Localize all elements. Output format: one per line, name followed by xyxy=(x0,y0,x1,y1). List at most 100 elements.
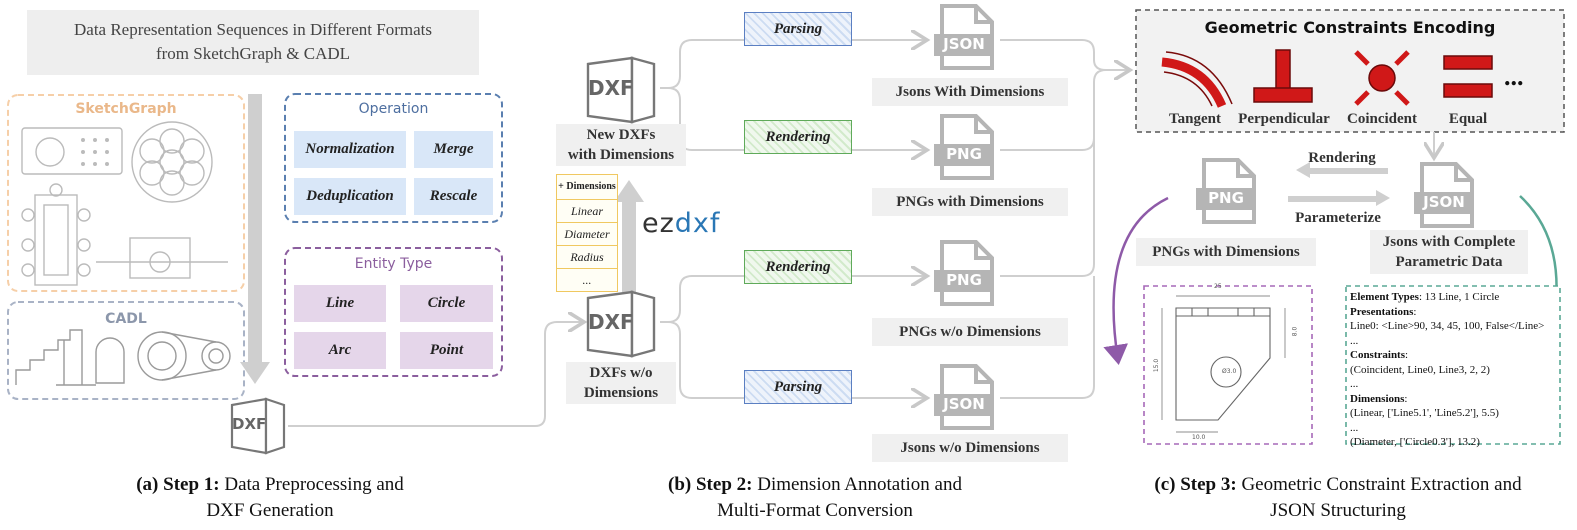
constraint-ellipsis: ... xyxy=(1504,62,1524,91)
dxf-wo-label: DXFs w/o Dimensions xyxy=(566,362,676,404)
constraint-coincident-label: Coincident xyxy=(1346,111,1417,127)
equal-icon xyxy=(1443,55,1493,98)
dim-table-header: + Dimensions xyxy=(557,175,617,200)
operation-panel xyxy=(284,93,503,223)
step3-caption: (c) Step 3: Geometric Constraint Extract… xyxy=(1112,472,1564,524)
step1-down-arrow xyxy=(248,94,262,364)
json-line-value: : xyxy=(1413,305,1417,318)
output-jsons-with-dims: Jsons With Dimensions xyxy=(872,78,1068,106)
new-dxf-line2: with Dimensions xyxy=(567,147,675,163)
step1-caption-rest: Data Preprocessing and xyxy=(219,474,404,495)
drawing-dim-right: 8.0 xyxy=(1291,326,1299,337)
json-icon-label: JSON xyxy=(943,395,985,413)
rendering-arrow xyxy=(1296,162,1388,178)
output-pngs-wo-dims: PNGs w/o Dimensions xyxy=(872,318,1068,346)
parameterize-arrow xyxy=(1288,190,1390,206)
new-dxf-label: New DXFs with Dimensions xyxy=(556,124,686,166)
json-line-value: (Linear, ['Line5.1', 'Line5.2'], 5.5) xyxy=(1350,407,1499,419)
parameterize-label: Parameterize xyxy=(1295,210,1381,226)
json-text-line: Presentations: xyxy=(1350,305,1558,320)
rendering-label: Rendering xyxy=(1308,150,1376,166)
dim-linear: Linear xyxy=(557,200,617,223)
step3-png-label: PNGs with Dimensions xyxy=(1136,238,1316,266)
json-file-icon: JSON xyxy=(1412,162,1478,228)
json-line-value: : xyxy=(1404,392,1408,405)
sketchgraph-title: SketchGraph xyxy=(75,101,177,117)
constraint-perpendicular-label: Perpendicular xyxy=(1238,111,1330,127)
json-text-line: ... xyxy=(1350,421,1558,436)
tangent-icon xyxy=(1161,51,1233,108)
sketchgraph-sketches xyxy=(21,121,228,286)
constraint-tangent-label: Tangent xyxy=(1169,111,1221,127)
drawing-dim-left: 15.0 xyxy=(1153,358,1161,373)
json-text-line: Constraints: xyxy=(1350,348,1558,363)
json-line-key: Constraints xyxy=(1350,349,1406,361)
dimension-type-table: + Dimensions Linear Diameter Radius ... xyxy=(556,174,618,292)
dxf-wo-line2: Dimensions xyxy=(583,385,659,401)
dxf-wo-line1: DXFs w/o xyxy=(589,365,653,381)
json-line-value: ... xyxy=(1350,421,1359,434)
entity-arc: Arc xyxy=(294,332,386,369)
json-text-line: Dimensions: xyxy=(1350,392,1558,407)
json-line-key: Element Types xyxy=(1350,291,1419,303)
ezdxf-prefix: ez xyxy=(642,208,675,239)
step1-header-line2: from SketchGraph & CADL xyxy=(155,44,351,63)
encoding-panel xyxy=(1135,9,1565,133)
merge-lines xyxy=(1000,39,1128,399)
constraint-equal-label: Equal xyxy=(1448,111,1488,127)
json-line-value: (Diameter, ['Circle0.3'], 13.2) xyxy=(1350,436,1480,448)
json-line-key: Dimensions xyxy=(1350,392,1405,405)
png-file-icon: PNG xyxy=(932,240,998,306)
step3-caption-rest: Geometric Constraint Extraction and xyxy=(1236,474,1522,495)
purple-curved-arrow xyxy=(1103,196,1169,365)
dxf-without-dims-icon-label: DXF xyxy=(588,310,634,334)
entity-panel xyxy=(284,247,503,377)
json-line-value: : 13 Line, 1 Circle xyxy=(1418,291,1500,303)
png-file-icon: PNG xyxy=(1194,158,1260,224)
entity-line: Line xyxy=(294,285,386,322)
step1-caption: (a) Step 1: Data Preprocessing and DXF G… xyxy=(60,472,480,524)
step1-caption-line2: DXF Generation xyxy=(206,500,334,521)
step3-json-label-line1: Jsons with Complete xyxy=(1382,234,1516,250)
op-rescale: Rescale xyxy=(414,178,493,215)
json-line-value: : xyxy=(1405,349,1409,361)
ezdxf-up-arrow xyxy=(622,200,636,292)
json-panel xyxy=(1345,285,1561,445)
json-text-line: (Linear, ['Line5.1', 'Line5.2'], 5.5) xyxy=(1350,406,1558,421)
step3-caption-line2: JSON Structuring xyxy=(1270,500,1406,521)
ezdxf-suffix: dxf xyxy=(674,208,721,239)
new-dxf-line1: New DXFs xyxy=(586,127,656,143)
drawing-panel xyxy=(1143,285,1313,445)
parsing-tag-top: Parsing xyxy=(744,12,852,46)
dxf-with-dims-icon: DXF xyxy=(582,56,660,124)
step1-header-box xyxy=(27,10,479,75)
op-normalization: Normalization xyxy=(294,131,406,168)
step1-caption-bold: (a) Step 1: xyxy=(136,474,220,495)
step1-header: Data Representation Sequences in Differe… xyxy=(27,18,479,66)
drawing-dim-bottom: 10.0 xyxy=(1192,434,1206,441)
step3-json-label-line2: Parametric Data xyxy=(1395,254,1503,270)
step2-caption-rest: Dimension Annotation and xyxy=(752,474,962,495)
json-line-value: (Coincident, Line0, Line3, 2, 2) xyxy=(1350,363,1490,376)
png-icon-label: PNG xyxy=(946,145,982,163)
step2-caption-line2: Multi-Format Conversion xyxy=(717,500,913,521)
ezdxf-logo: ezdxf xyxy=(642,208,720,239)
coincident-icon xyxy=(1354,50,1410,106)
json-file-icon: JSON xyxy=(932,364,998,430)
sketchgraph-panel xyxy=(7,94,245,292)
dim-radius: Radius xyxy=(557,246,617,269)
entity-point: Point xyxy=(400,332,493,369)
json-icon-label: JSON xyxy=(1423,193,1465,211)
op-merge: Merge xyxy=(414,131,493,168)
png-icon-label: PNG xyxy=(1208,189,1244,207)
cadl-sketches xyxy=(15,329,231,386)
dim-diameter: Diameter xyxy=(557,223,617,246)
json-text-line: (Coincident, Line0, Line3, 2, 2) xyxy=(1350,363,1558,378)
json-text-line: Element Types: 13 Line, 1 Circle xyxy=(1350,290,1558,305)
dxf-to-step2-arrow xyxy=(288,322,582,427)
dxf-with-dims-icon-label: DXF xyxy=(588,76,634,100)
entity-title: Entity Type xyxy=(354,256,433,272)
